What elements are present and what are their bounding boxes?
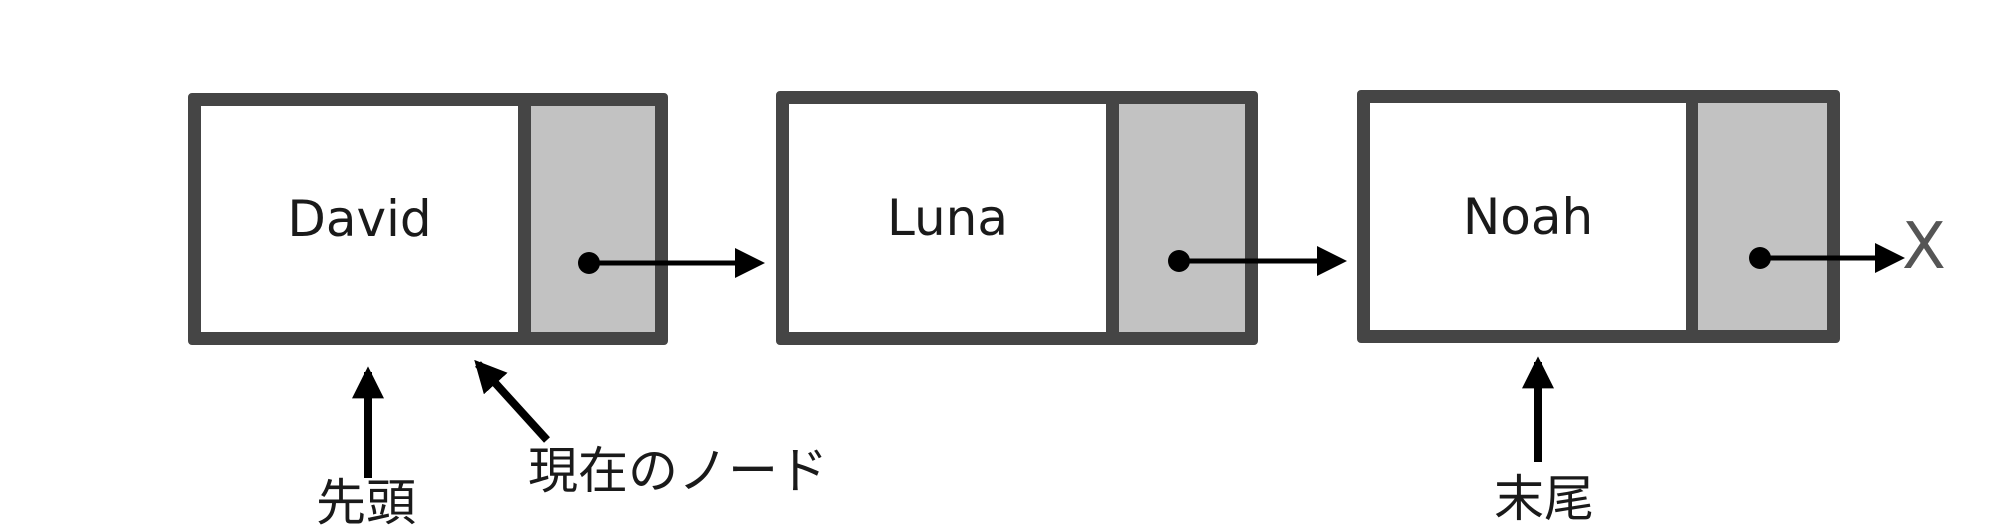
node-value: David <box>287 190 432 248</box>
current-node-label: 現在のノード <box>528 442 828 500</box>
node-divider <box>1686 103 1699 330</box>
node-value: Luna <box>887 189 1008 247</box>
node-pointer-cell <box>531 106 655 332</box>
node-data-cell: Luna <box>789 104 1106 332</box>
next-pointer-arrow-2 <box>1168 246 1347 276</box>
tail-label: 末尾 <box>1494 470 1594 528</box>
node-value: Noah <box>1462 187 1594 246</box>
node-pointer-cell <box>1119 104 1245 332</box>
node-divider <box>518 106 531 332</box>
current-node-arrow <box>474 359 550 443</box>
node-divider <box>1106 104 1119 332</box>
next-pointer-arrow-null <box>1749 243 1905 273</box>
list-node-luna: Luna <box>776 91 1258 345</box>
head-label: 先頭 <box>316 474 416 532</box>
null-marker: X <box>1902 210 1946 284</box>
next-pointer-arrow-1 <box>578 248 765 278</box>
node-data-cell: Noah <box>1370 103 1686 330</box>
list-node-noah: Noah <box>1357 90 1840 343</box>
list-node-david: David <box>188 93 668 345</box>
node-pointer-cell <box>1698 103 1827 330</box>
node-data-cell: David <box>201 106 518 332</box>
